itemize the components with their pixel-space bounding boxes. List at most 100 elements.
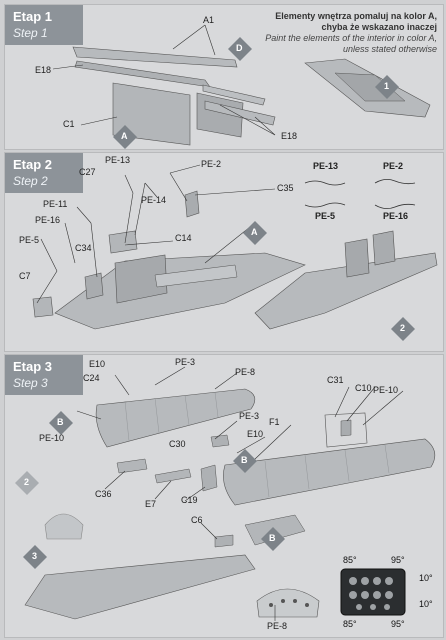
step1-subtitle: Step 1 (13, 26, 48, 40)
detail-pe2 (374, 179, 416, 185)
fuselage-right-half (223, 438, 436, 506)
detail-label-pe13: PE-13 (313, 161, 339, 171)
badge-result-text: 2 (400, 323, 406, 333)
label-f1: F1 (269, 417, 280, 427)
step1-title: Etap 1 (13, 9, 53, 24)
part-pe8-panel (256, 588, 320, 618)
badge-a (113, 125, 137, 149)
part-c30 (210, 434, 230, 448)
label-e18-left: E18 (35, 65, 52, 75)
detail-pe13 (304, 180, 346, 186)
label-c7: C7 (19, 271, 31, 281)
detail-label-pe2: PE-2 (383, 161, 404, 171)
label-pe2: PE-2 (201, 159, 222, 169)
angle-right-top: 10° (419, 573, 433, 583)
label-c10: C10 (355, 383, 372, 393)
label-c36: C36 (95, 489, 112, 499)
step1-panel: Etap 1 Step 1 Elementy wnętrza pomaluj n… (4, 4, 444, 150)
label-pe10-left: PE-10 (39, 433, 65, 443)
label-c27: C27 (79, 167, 96, 177)
label-c30: C30 (169, 439, 186, 449)
badge-d-text: D (236, 43, 243, 53)
label-c1: C1 (63, 119, 75, 129)
part-c19 (200, 464, 218, 492)
detail-pe16 (374, 203, 416, 209)
label-c19: C19 (181, 495, 198, 505)
part-windscreen (44, 513, 84, 540)
paint-note-pl: Elementy wnętrza pomaluj na kolor A, chy… (275, 11, 437, 32)
badge-a-text: A (121, 131, 128, 141)
angle-top-left: 85° (343, 555, 357, 565)
part-e7 (154, 468, 192, 484)
badge-d (228, 37, 252, 61)
label-pe5: PE-5 (19, 235, 40, 245)
paint-note: Elementy wnętrza pomaluj na kolor A, chy… (247, 11, 437, 55)
part-rail (202, 84, 266, 106)
badge-b2 (233, 449, 257, 473)
label-a1: A1 (203, 15, 215, 25)
label-c35: C35 (277, 183, 294, 193)
badge-result-text: 3 (32, 551, 38, 561)
label-e10-mid: E10 (247, 429, 264, 439)
label-e18-right: E18 (281, 131, 298, 141)
detail-pe5 (304, 202, 346, 208)
step3-subtitle: Step 3 (13, 376, 48, 390)
part-c10 (340, 419, 352, 437)
badge-a-text: A (251, 227, 258, 237)
part-c7 (32, 296, 54, 318)
badge-b3-text: B (269, 533, 276, 543)
assembled-tub (254, 252, 438, 330)
part-c34 (84, 272, 104, 300)
label-pe13: PE-13 (105, 155, 131, 165)
badge-b1 (49, 411, 73, 435)
part-c14 (108, 230, 138, 254)
step3-panel: Etap 3 Step 3 (4, 354, 444, 638)
detail-label-pe5: PE-5 (315, 211, 336, 221)
badge-a (243, 221, 267, 245)
badge-step2-result (391, 317, 415, 341)
angle-bottom-left: 85° (343, 619, 357, 629)
badge-step3-result (23, 545, 47, 569)
label-c31: C31 (327, 375, 344, 385)
badge-ref2 (15, 471, 39, 495)
step2-header: Etap 2 Step 2 (5, 153, 83, 193)
angle-right-bottom: 10° (419, 599, 433, 609)
step3-drawing (15, 366, 436, 621)
label-pe16: PE-16 (35, 215, 61, 225)
label-pe3-top: PE-3 (175, 357, 196, 367)
label-pe11: PE-11 (43, 199, 68, 209)
label-pe10-right: PE-10 (373, 385, 399, 395)
label-c6: C6 (191, 515, 203, 525)
badge-b3 (261, 527, 285, 551)
paint-note-en: Paint the elements of the interior in co… (265, 33, 437, 54)
step2-panel: Etap 2 Step 2 (4, 152, 444, 352)
badge-ref2-text: 2 (24, 477, 30, 487)
label-pe8-bottom: PE-8 (267, 621, 288, 631)
label-pe14: PE-14 (141, 195, 167, 205)
detail-label-pe16: PE-16 (383, 211, 409, 221)
label-c34: C34 (75, 243, 92, 253)
step2-title: Etap 2 (13, 157, 53, 172)
part-c31 (324, 412, 368, 448)
part-c36 (116, 458, 148, 474)
label-pe3-mid: PE-3 (239, 411, 260, 421)
label-c24: C24 (83, 373, 100, 383)
step3-title: Etap 3 (13, 359, 53, 374)
label-pe8-top: PE-8 (235, 367, 256, 377)
label-e7: E7 (145, 499, 157, 509)
label-e10-top: E10 (89, 359, 106, 369)
step2-drawing (32, 164, 438, 341)
assembled-step3 (24, 554, 256, 620)
part-c6 (214, 534, 234, 548)
badge-step1-result (375, 75, 399, 99)
badge-result-text: 1 (384, 81, 390, 91)
label-c14: C14 (175, 233, 192, 243)
badge-b2-text: B (241, 455, 248, 465)
part-c35 (184, 190, 200, 218)
step1-drawing (52, 24, 431, 149)
fuselage-left-half (95, 388, 256, 448)
angle-top-right: 95° (391, 555, 405, 565)
step3-header: Etap 3 Step 3 (5, 355, 83, 395)
step1-header: Etap 1 Step 1 (5, 5, 83, 45)
step2-subtitle: Step 2 (13, 174, 48, 188)
